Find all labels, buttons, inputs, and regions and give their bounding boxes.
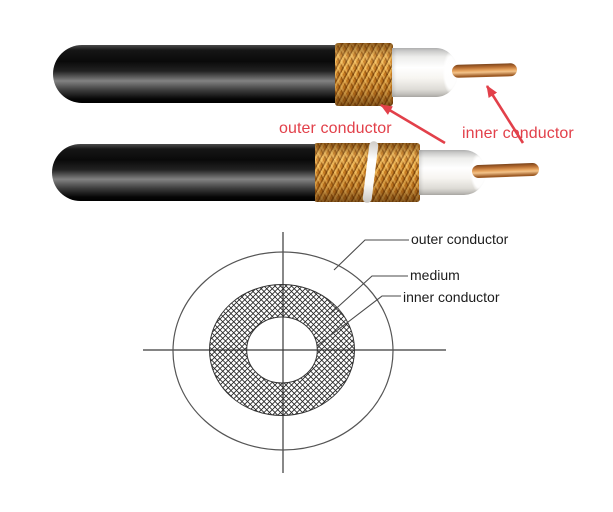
medium-crosshatch-ring [209,284,356,416]
lower-black-jacket [52,144,315,201]
diagram-inner-conductor-label: inner conductor [403,289,500,305]
diagram-outer-conductor-label: outer conductor [411,231,509,247]
outer-conductor-leader-line [333,239,409,271]
photo-inner-conductor-label: inner conductor [462,125,574,142]
outer-conductor-arrow-icon [380,103,446,145]
upper-braid-shield [335,43,393,106]
outer-conductor-circle [172,251,394,451]
medium-leader-line [328,275,408,316]
photo-outer-conductor-label: outer conductor [279,120,392,137]
upper-black-jacket [53,45,335,103]
upper-dielectric [392,48,458,97]
diagram-medium-label: medium [410,267,460,283]
inner-conductor-arrow-icon [485,85,525,144]
inner-conductor-leader-line [317,295,401,346]
